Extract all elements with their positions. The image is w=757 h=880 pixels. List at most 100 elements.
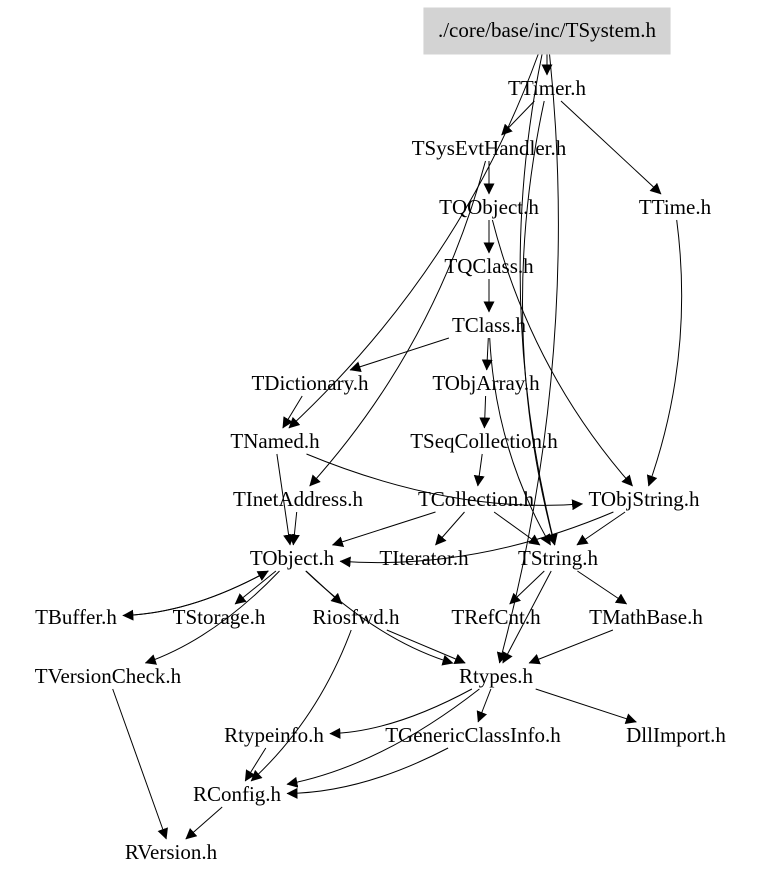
node-ttime: TTime.h bbox=[639, 195, 712, 219]
edge-tobject-to-tversioncheck bbox=[144, 570, 280, 665]
node-tseqcollection: TSeqCollection.h bbox=[410, 429, 558, 453]
node-tqobject: TQObject.h bbox=[439, 195, 539, 219]
edge-ttimer-to-tsysevthandler bbox=[501, 100, 535, 136]
node-label-rtypeinfo: Rtypeinfo.h bbox=[224, 723, 324, 747]
edge-ttimer-to-tstring bbox=[521, 100, 558, 546]
node-tversioncheck: TVersionCheck.h bbox=[35, 664, 182, 688]
edge-tcollection-to-tobject bbox=[331, 511, 436, 548]
edge-rtypeinfo-to-rconfig bbox=[244, 747, 267, 782]
edge-tsystem-to-rtypes bbox=[496, 53, 559, 664]
node-rversion: RVersion.h bbox=[125, 840, 218, 864]
node-label-tclass: TClass.h bbox=[452, 313, 527, 337]
node-label-tstorage: TStorage.h bbox=[173, 605, 266, 629]
edge-tseqcollection-to-tcollection bbox=[473, 453, 485, 487]
node-tdictionary: TDictionary.h bbox=[251, 371, 369, 395]
node-titerator: TIterator.h bbox=[379, 546, 469, 570]
root-node-box bbox=[423, 7, 671, 55]
edge-rtypes-to-rconfig bbox=[286, 688, 480, 788]
edge-tobjarray-to-tseqcollection bbox=[479, 395, 491, 429]
node-tsystem: ./core/base/inc/TSystem.h bbox=[423, 7, 671, 55]
node-label-tdictionary: TDictionary.h bbox=[251, 371, 369, 395]
edge-tnamed-to-tobject bbox=[276, 453, 295, 546]
edges-layer bbox=[112, 53, 683, 840]
node-label-tgenericclassinfo: TGenericClassInfo.h bbox=[385, 723, 561, 747]
edge-tobjstring-to-tstring bbox=[576, 511, 626, 546]
node-tstring: TString.h bbox=[518, 546, 598, 570]
edge-tclass-to-tstring bbox=[489, 337, 551, 546]
edge-riosfwd-to-rconfig bbox=[250, 629, 352, 782]
edge-tinetaddress-to-tobject bbox=[288, 511, 300, 546]
edge-tdictionary-to-tnamed bbox=[282, 395, 303, 429]
edge-tqobject-to-tobjstring bbox=[491, 219, 633, 487]
node-label-rtypes: Rtypes.h bbox=[459, 664, 534, 688]
node-tqclass: TQClass.h bbox=[444, 254, 534, 278]
edge-tbuffer-to-tobject bbox=[122, 570, 269, 616]
edge-rtypes-to-tgenericclassinfo bbox=[476, 688, 492, 723]
node-label-tseqcollection: TSeqCollection.h bbox=[410, 429, 558, 453]
node-tmathbase: TMathBase.h bbox=[589, 605, 703, 629]
edge-tstring-to-tmathbase bbox=[577, 570, 628, 605]
edge-tnamed-to-tobjstring bbox=[306, 453, 584, 511]
node-label-tbuffer: TBuffer.h bbox=[35, 605, 117, 629]
edge-tstring-to-rtypes bbox=[502, 570, 552, 664]
node-label-tversioncheck: TVersionCheck.h bbox=[35, 664, 182, 688]
node-riosfwd: Riosfwd.h bbox=[313, 605, 400, 629]
edge-tstring-to-trefcnt bbox=[509, 570, 545, 605]
node-label-rversion: RVersion.h bbox=[125, 840, 218, 864]
node-label-tnamed: TNamed.h bbox=[230, 429, 320, 453]
node-dllimport: DllImport.h bbox=[626, 723, 726, 747]
edge-tsystem-to-tstring bbox=[519, 53, 558, 546]
node-label-tinetaddress: TInetAddress.h bbox=[233, 487, 364, 511]
edge-tgenericclassinfo-to-rconfig bbox=[286, 747, 449, 799]
node-label-tqobject: TQObject.h bbox=[439, 195, 539, 219]
node-ttimer: TTimer.h bbox=[508, 76, 586, 100]
nodes-layer: ./core/base/inc/TSystem.hTTimer.hTSysEvt… bbox=[35, 7, 726, 864]
node-tgenericclassinfo: TGenericClassInfo.h bbox=[385, 723, 561, 747]
edge-tobject-to-rtypes bbox=[305, 570, 454, 666]
node-tclass: TClass.h bbox=[452, 313, 527, 337]
node-rtypeinfo: Rtypeinfo.h bbox=[224, 723, 324, 747]
node-label-tstring: TString.h bbox=[518, 546, 598, 570]
node-tobjarray: TObjArray.h bbox=[432, 371, 540, 395]
edge-tversioncheck-to-rversion bbox=[112, 688, 168, 840]
node-label-ttimer: TTimer.h bbox=[508, 76, 586, 100]
node-rtypes: Rtypes.h bbox=[459, 664, 534, 688]
edge-tcollection-to-tstring bbox=[493, 511, 541, 546]
edge-ttime-to-tobjstring bbox=[646, 219, 683, 487]
edge-tmathbase-to-rtypes bbox=[528, 629, 614, 665]
edge-rconfig-to-rversion bbox=[185, 806, 223, 840]
node-label-tsystem: ./core/base/inc/TSystem.h bbox=[438, 18, 657, 42]
node-label-ttime: TTime.h bbox=[639, 195, 712, 219]
node-tobjstring: TObjString.h bbox=[588, 487, 700, 511]
edge-tobjstring-to-tobject bbox=[339, 511, 614, 568]
edge-tobject-to-tstorage bbox=[234, 570, 277, 605]
node-tsysevthandler: TSysEvtHandler.h bbox=[412, 136, 567, 160]
node-label-rconfig: RConfig.h bbox=[193, 782, 282, 806]
node-tobject: TObject.h bbox=[250, 546, 335, 570]
node-label-tobjarray: TObjArray.h bbox=[432, 371, 540, 395]
node-label-tmathbase: TMathBase.h bbox=[589, 605, 703, 629]
edge-ttimer-to-ttime bbox=[560, 100, 662, 195]
node-label-tcollection: TCollection.h bbox=[418, 487, 535, 511]
node-tcollection: TCollection.h bbox=[418, 487, 535, 511]
edge-tsysevthandler-to-tinetaddress bbox=[309, 160, 486, 487]
node-rconfig: RConfig.h bbox=[193, 782, 282, 806]
node-label-trefcnt: TRefCnt.h bbox=[451, 605, 541, 629]
edge-riosfwd-to-rtypes bbox=[386, 629, 466, 665]
node-tinetaddress: TInetAddress.h bbox=[233, 487, 364, 511]
node-label-tqclass: TQClass.h bbox=[444, 254, 534, 278]
node-tstorage: TStorage.h bbox=[173, 605, 266, 629]
node-trefcnt: TRefCnt.h bbox=[451, 605, 541, 629]
edge-rtypes-to-dllimport bbox=[535, 688, 637, 724]
node-label-tobject: TObject.h bbox=[250, 546, 335, 570]
edge-tclass-to-tdictionary bbox=[349, 337, 450, 373]
edge-tclass-to-tobjarray bbox=[481, 337, 493, 371]
node-tnamed: TNamed.h bbox=[230, 429, 320, 453]
node-label-riosfwd: Riosfwd.h bbox=[313, 605, 400, 629]
edge-tcollection-to-titerator bbox=[435, 511, 465, 546]
node-label-tobjstring: TObjString.h bbox=[588, 487, 700, 511]
node-label-tsysevthandler: TSysEvtHandler.h bbox=[412, 136, 567, 160]
node-label-titerator: TIterator.h bbox=[379, 546, 469, 570]
edge-tsystem-to-tnamed bbox=[288, 53, 539, 429]
